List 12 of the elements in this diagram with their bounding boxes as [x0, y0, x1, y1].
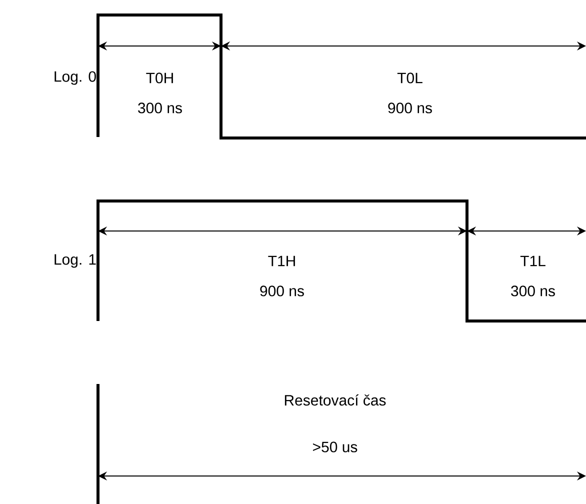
duration-label: >50 us	[313, 442, 358, 452]
timing-label: T0L	[397, 72, 422, 84]
row-label: Log. 0	[54, 71, 96, 85]
duration-label: 300 ns	[138, 102, 182, 114]
timing-label: T0H	[146, 72, 173, 84]
timing-label: T1H	[268, 256, 295, 266]
timing-label: T1L	[520, 256, 546, 266]
row-label: Log. 1	[54, 254, 96, 268]
duration-label: 900 ns	[388, 102, 432, 114]
timing-label: Resetovací čas	[284, 394, 386, 406]
duration-label: 300 ns	[511, 286, 555, 296]
duration-label: 900 ns	[260, 286, 304, 296]
